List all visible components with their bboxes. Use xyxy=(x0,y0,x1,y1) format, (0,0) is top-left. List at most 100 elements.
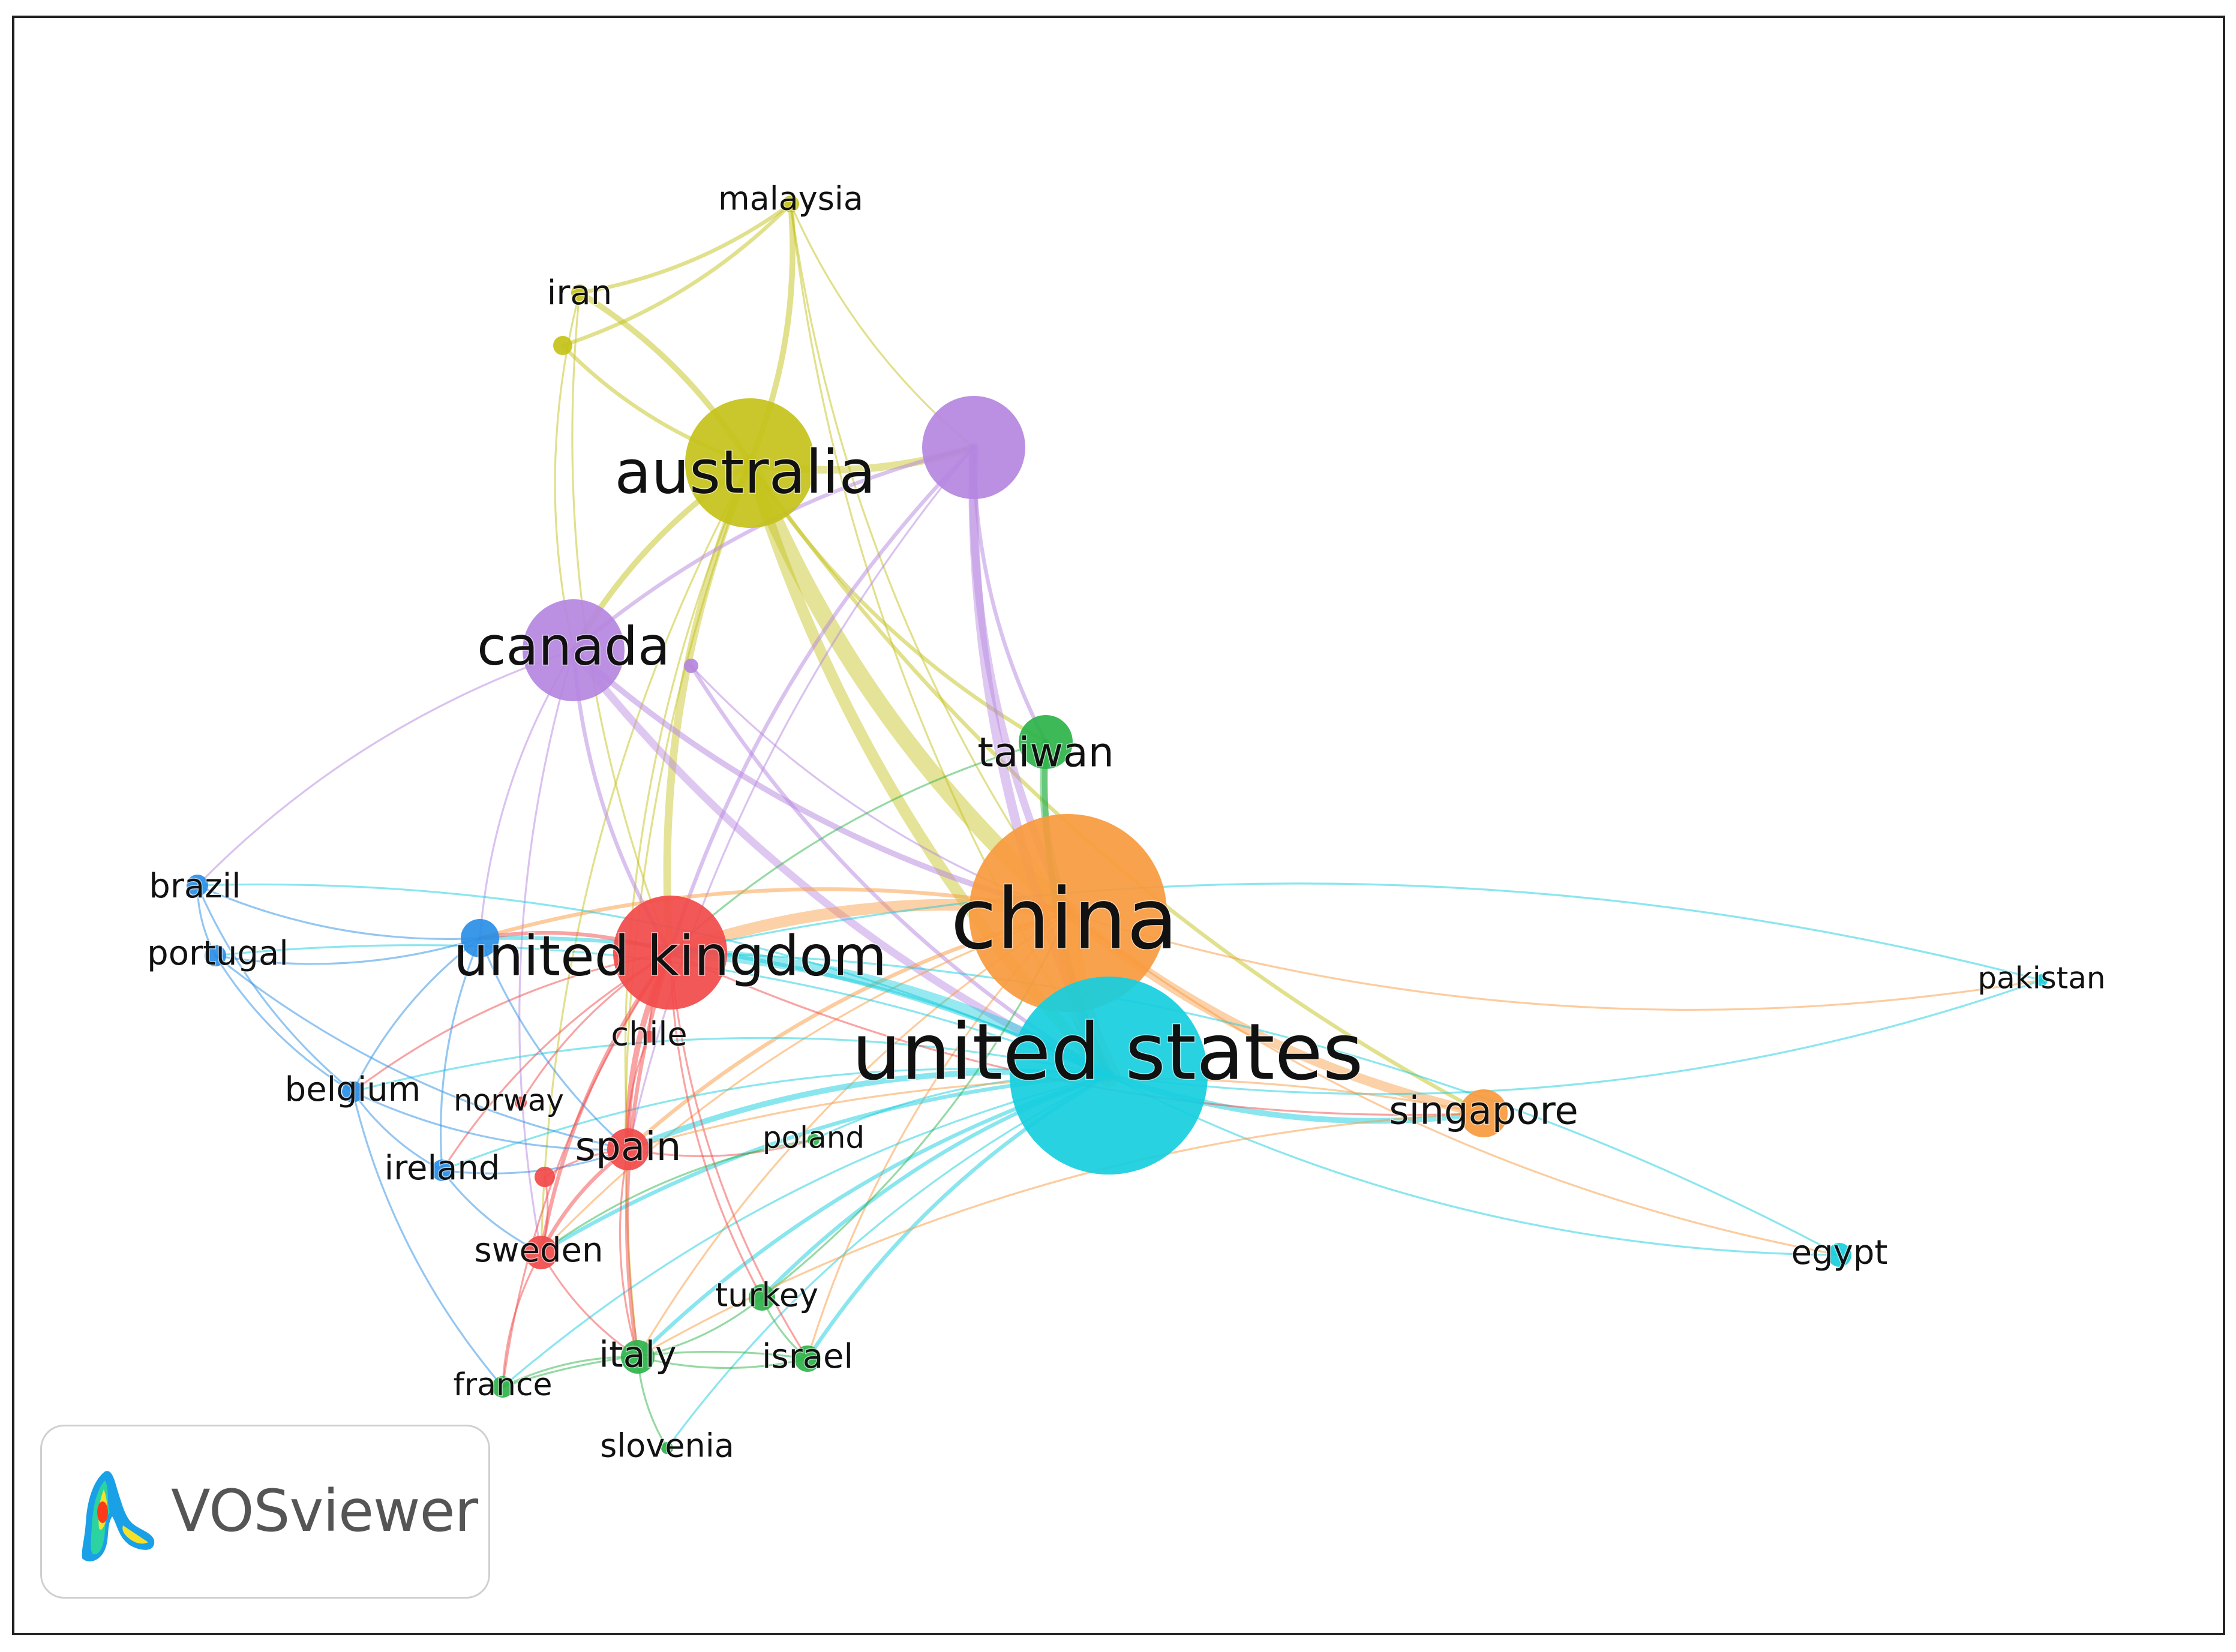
link-portugal-spain xyxy=(214,954,629,1151)
node-sweden[interactable] xyxy=(524,1236,558,1269)
link-uk_blue-spain xyxy=(479,937,629,1151)
label-china: china xyxy=(950,871,1178,969)
link-portugal-belgium xyxy=(214,954,354,1093)
label-israel: israel xyxy=(762,1337,853,1376)
label-chile: chile xyxy=(611,1016,687,1053)
link-united_states-egypt xyxy=(1108,1074,1841,1256)
node-israel[interactable] xyxy=(794,1345,821,1372)
label-united-states: united states xyxy=(852,1007,1364,1098)
node-purple-small[interactable] xyxy=(684,659,698,673)
node-australia[interactable] xyxy=(685,398,815,528)
link-canada-united_states xyxy=(569,646,1113,1080)
link-canada-sweden xyxy=(518,649,575,1254)
node-canada[interactable] xyxy=(523,599,625,701)
link-brazil-uk_blue xyxy=(196,884,481,940)
node-singapore[interactable] xyxy=(1460,1089,1508,1137)
node-slovenia[interactable] xyxy=(661,1442,673,1454)
label-pakistan: pakistan xyxy=(1977,961,2105,996)
link-purple_big-united_kingdom xyxy=(668,445,976,955)
link-united_states-belgium xyxy=(352,1037,1110,1093)
label-ireland: ireland xyxy=(385,1149,500,1188)
node-ireland[interactable] xyxy=(431,1160,453,1181)
link-italy-israel xyxy=(637,1356,809,1369)
node-chile[interactable] xyxy=(643,1031,655,1043)
labels-layer: malaysiairanaustraliacanadataiwanchinaun… xyxy=(146,179,2106,1465)
link-brazil-belgium xyxy=(196,884,354,1093)
link-united_states-france xyxy=(502,1074,1110,1388)
label-united-kingdom: united kingdom xyxy=(454,924,887,988)
label-brazil: brazil xyxy=(149,867,241,906)
node-poland[interactable] xyxy=(808,1134,820,1146)
node-united-kingdom[interactable] xyxy=(613,896,727,1010)
node-iran[interactable] xyxy=(571,284,588,301)
link-uk_blue-ireland xyxy=(440,937,481,1172)
label-iran: iran xyxy=(547,274,612,313)
node-spain[interactable] xyxy=(607,1128,649,1170)
link-uk_blue-belgium xyxy=(352,937,481,1093)
link-ireland-spain xyxy=(441,1148,629,1175)
link-pakistan-united_kingdom xyxy=(669,882,2043,981)
link-portugal-uk_blue xyxy=(214,937,481,965)
link-china-egypt xyxy=(1067,912,1841,1256)
link-belgium-france xyxy=(352,1091,504,1388)
node-italy[interactable] xyxy=(621,1340,655,1374)
link-italy-turkey xyxy=(637,1296,763,1358)
label-portugal: portugal xyxy=(147,934,289,973)
link-belgium-ireland xyxy=(352,1091,443,1172)
node-brazil[interactable] xyxy=(187,875,208,896)
node-norway[interactable] xyxy=(515,1097,527,1109)
label-taiwan: taiwan xyxy=(977,729,1114,777)
link-belgium-spain xyxy=(352,1091,629,1151)
link-sweden-france xyxy=(502,1251,542,1388)
label-spain: spain xyxy=(575,1124,682,1170)
link-sweden-italy xyxy=(540,1251,639,1358)
node-pakistan[interactable] xyxy=(2036,974,2048,986)
link-australia-united_kingdom xyxy=(663,459,754,957)
node-uk-blue[interactable] xyxy=(461,919,499,957)
nodes-layer xyxy=(187,196,2048,1454)
link-spain-italy xyxy=(619,1148,639,1358)
node-taiwan[interactable] xyxy=(1019,715,1073,769)
label-slovenia: slovenia xyxy=(600,1427,734,1465)
label-poland: poland xyxy=(763,1121,865,1155)
label-turkey: turkey xyxy=(715,1276,818,1314)
link-purple_big-spain xyxy=(627,446,975,1151)
node-france[interactable] xyxy=(492,1376,514,1398)
vosviewer-logo-icon xyxy=(82,1471,155,1561)
link-iran-malaysia xyxy=(577,202,793,295)
label-france: france xyxy=(453,1367,552,1403)
link-poland-sweden xyxy=(540,1139,815,1254)
node-china[interactable] xyxy=(969,814,1167,1012)
node-turkey[interactable] xyxy=(749,1284,775,1311)
node-belgium[interactable] xyxy=(342,1081,364,1103)
node-malaysia[interactable] xyxy=(782,196,799,212)
link-malaysia-china xyxy=(790,203,1069,914)
label-singapore: singapore xyxy=(1389,1089,1578,1134)
link-china-pakistan xyxy=(1067,912,2043,1011)
brand-label: VOSviewer xyxy=(171,1477,478,1545)
link-united_states-pakistan xyxy=(1108,979,2043,1095)
label-egypt: egypt xyxy=(1791,1233,1888,1272)
node-egypt[interactable] xyxy=(1827,1243,1851,1267)
label-canada: canada xyxy=(477,615,670,677)
link-canada-brazil xyxy=(196,649,575,887)
node-iran-small[interactable] xyxy=(553,336,572,355)
link-australia-sweden xyxy=(540,462,751,1254)
link-egypt-united_kingdom xyxy=(669,951,1841,1256)
link-taiwan-united_kingdom xyxy=(669,741,1047,954)
node-united-states[interactable] xyxy=(1010,977,1208,1175)
node-norway-dot[interactable] xyxy=(535,1167,555,1187)
label-belgium: belgium xyxy=(285,1070,421,1109)
node-purple-big[interactable] xyxy=(922,396,1025,499)
link-italy-france xyxy=(502,1356,639,1388)
link-spain-poland xyxy=(627,1139,815,1158)
link-iran_small-malaysia xyxy=(560,202,793,348)
label-italy: italy xyxy=(599,1334,676,1376)
plot-border xyxy=(12,16,2225,1635)
label-sweden: sweden xyxy=(475,1231,604,1270)
vosviewer-brand-box: VOSviewer xyxy=(40,1425,490,1599)
node-portugal[interactable] xyxy=(205,945,226,966)
label-australia: australia xyxy=(614,437,875,507)
